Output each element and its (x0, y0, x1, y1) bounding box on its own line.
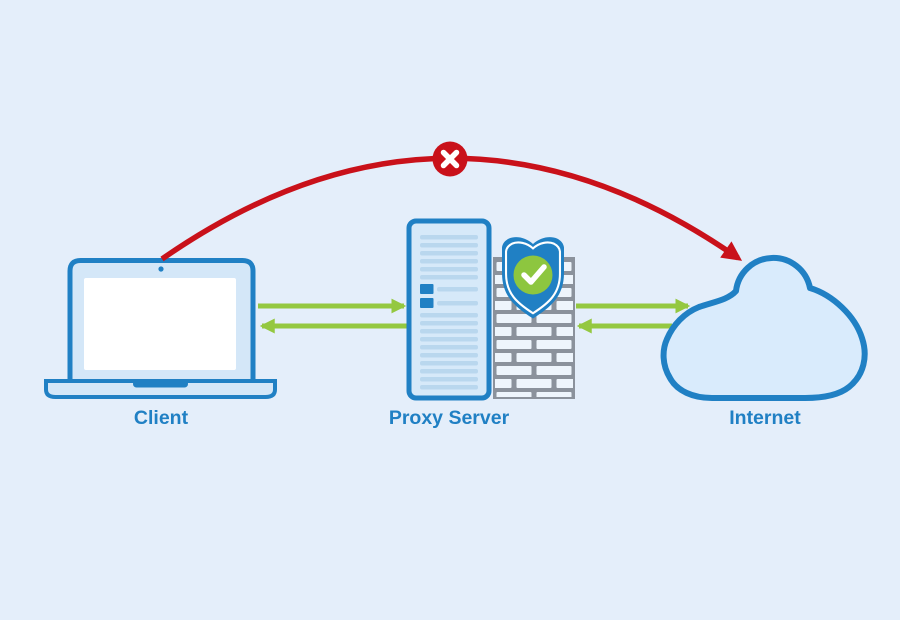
laptop-screen (84, 278, 236, 370)
server-drive-leds (420, 284, 434, 308)
blocked-direct-route (160, 141, 743, 262)
client-proxy-arrows (258, 298, 408, 334)
proxy-internet-arrows (576, 298, 691, 334)
laptop-icon (44, 258, 277, 399)
client-label: Client (134, 407, 189, 429)
server-icon (406, 218, 492, 401)
laptop-camera-dot (158, 266, 164, 272)
check-icon (521, 264, 547, 285)
shield-inner-outline (504, 241, 562, 315)
cloud-icon (660, 254, 868, 401)
shield-check-circle (513, 255, 553, 295)
laptop-base-notch (133, 380, 188, 388)
server-slot-stripes (420, 235, 478, 390)
x-glyph (440, 149, 460, 169)
x-blocked-icon (432, 141, 468, 177)
laptop-base (44, 379, 277, 399)
shield-icon (502, 237, 564, 319)
internet-label: Internet (729, 407, 801, 429)
proxy-server-label: Proxy Server (389, 407, 510, 429)
